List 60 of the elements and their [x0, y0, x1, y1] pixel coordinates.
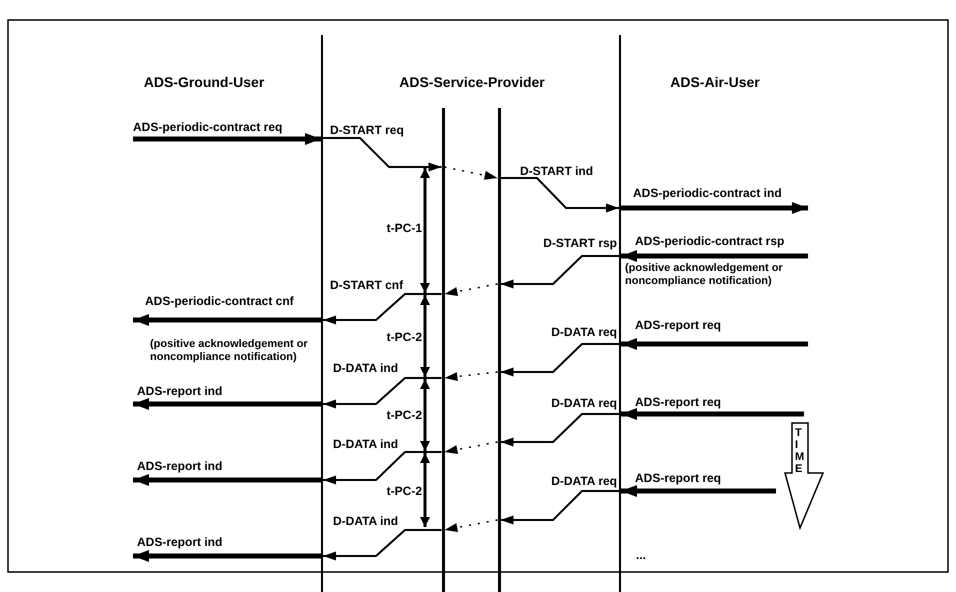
- message-arrow: [500, 343, 619, 376]
- ellipsis-text: ...: [636, 548, 646, 562]
- message-label: ADS-periodic-contract req: [133, 120, 282, 134]
- message-arrow: [621, 338, 808, 350]
- message-arrow: [500, 177, 619, 212]
- message-label: ADS-report req: [635, 318, 722, 332]
- message-label: ADS-periodic-contract ind: [633, 186, 782, 200]
- message-arrow: [133, 474, 321, 486]
- message-label: D-DATA ind: [333, 361, 398, 375]
- message-arrow: [500, 413, 619, 446]
- timer-label: t-PC-1: [386, 221, 422, 235]
- message-label: D-DATA ind: [333, 514, 398, 528]
- lifeline: [498, 108, 500, 592]
- message-arrow: [323, 377, 442, 408]
- message-arrow: [621, 250, 808, 262]
- message-arrow: [133, 133, 321, 145]
- message-arrow: [444, 371, 498, 381]
- message-label: D-DATA req: [551, 396, 617, 410]
- message-arrow: [444, 441, 498, 454]
- message-label: ADS-report ind: [137, 384, 222, 398]
- message-arrow: [621, 485, 776, 497]
- message-arrow: [323, 293, 442, 324]
- note-text: (positive acknowledgement or noncompliance notification): [150, 338, 309, 364]
- message-label: ADS-periodic-contract cnf: [145, 294, 294, 308]
- message-label: ADS-report req: [635, 395, 722, 409]
- column-heading: ADS-Air-User: [670, 74, 760, 90]
- message-label: D-START req: [330, 123, 404, 137]
- message-arrow: [323, 137, 442, 172]
- column-heading: ADS-Service-Provider: [399, 74, 545, 90]
- message-label: ADS-report ind: [137, 459, 222, 473]
- lifeline: [619, 35, 621, 592]
- message-arrow: [444, 166, 498, 180]
- message-arrow: [444, 519, 498, 532]
- note-text: (positive acknowledgement or noncompliance notification): [625, 262, 784, 288]
- timer-label: t-PC-2: [386, 408, 422, 422]
- time-label: TIME: [795, 427, 806, 476]
- message-label: D-DATA ind: [333, 437, 398, 451]
- message-label: D-START cnf: [330, 278, 404, 292]
- message-label: D-START rsp: [543, 236, 617, 250]
- message-label: ADS-report ind: [137, 535, 222, 549]
- lifeline: [442, 108, 444, 592]
- message-arrow: [323, 451, 442, 484]
- message-arrow: [621, 202, 808, 214]
- message-arrow: [133, 314, 321, 326]
- message-label: D-DATA req: [551, 325, 617, 339]
- message-arrow: [133, 550, 321, 562]
- message-arrow: [500, 255, 619, 288]
- lifeline: [321, 35, 323, 592]
- message-label: ADS-periodic-contract rsp: [635, 234, 784, 248]
- message-arrow: [444, 283, 498, 296]
- timer-label: t-PC-2: [386, 484, 422, 498]
- message-label: ADS-report req: [635, 471, 722, 485]
- timer-label: t-PC-2: [386, 330, 422, 344]
- message-arrow: [500, 490, 619, 524]
- column-heading: ADS-Ground-User: [144, 74, 264, 90]
- message-label: D-DATA req: [551, 474, 617, 488]
- message-arrow: [133, 398, 321, 410]
- message-arrow: [621, 408, 804, 420]
- message-label: D-START ind: [520, 164, 594, 178]
- message-arrow: [323, 529, 442, 560]
